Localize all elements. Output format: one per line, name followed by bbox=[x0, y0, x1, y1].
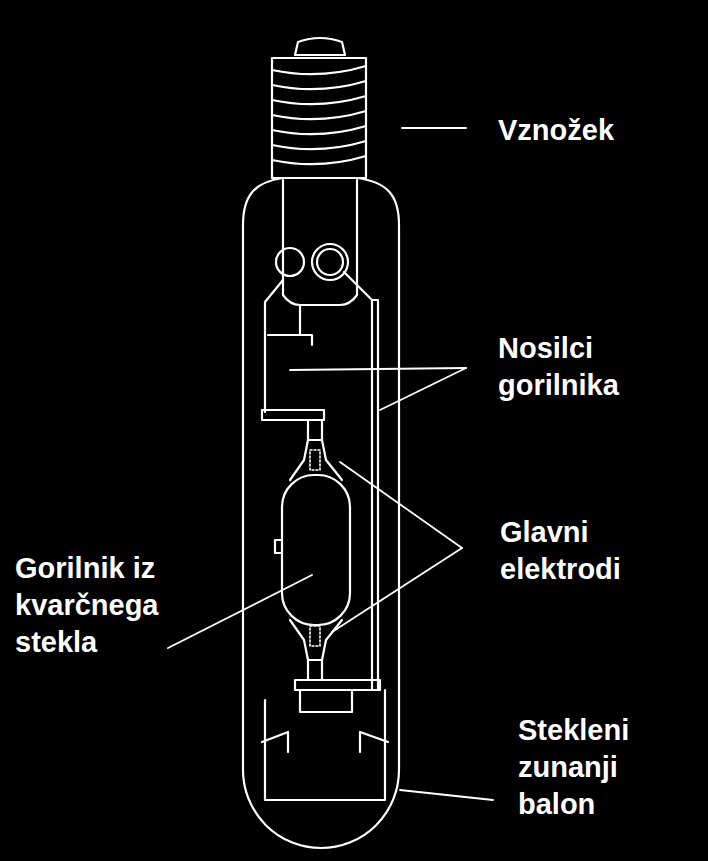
leader-lines bbox=[380, 368, 466, 410]
stem-hole bbox=[276, 248, 304, 276]
part-label: Gorilnik iz kvarčnega stekla bbox=[15, 550, 205, 661]
burner-supports bbox=[268, 335, 312, 345]
screw-base bbox=[272, 38, 366, 178]
burner-supports bbox=[262, 272, 378, 690]
lower-support bbox=[300, 690, 352, 712]
screw-base bbox=[272, 111, 366, 119]
quartz-burner bbox=[322, 440, 342, 480]
part-label: Stekleni zunanji balon bbox=[518, 712, 680, 823]
lower-support bbox=[295, 680, 380, 690]
quartz-burner bbox=[308, 660, 322, 680]
leader-lines bbox=[332, 548, 462, 632]
leader-lines bbox=[340, 462, 462, 548]
quartz-burner bbox=[282, 475, 350, 625]
screw-base bbox=[272, 96, 366, 104]
quartz-burner bbox=[275, 540, 282, 553]
leader-lines bbox=[400, 790, 493, 800]
quartz-burner bbox=[275, 420, 350, 680]
part-label: Glavni elektrodi bbox=[500, 514, 672, 588]
quartz-burner bbox=[290, 440, 308, 480]
part-label: Vznožek bbox=[498, 112, 688, 149]
lamp-drawing bbox=[168, 38, 493, 848]
glass-stem bbox=[283, 180, 357, 305]
burner-supports bbox=[262, 410, 324, 420]
burner-supports bbox=[344, 272, 372, 300]
part-label: Nosilci gorilnika bbox=[498, 330, 670, 404]
screw-base bbox=[272, 141, 366, 149]
quartz-burner bbox=[310, 450, 320, 470]
burner-supports bbox=[265, 280, 283, 412]
screw-base bbox=[272, 126, 366, 134]
stem-hole bbox=[312, 244, 348, 280]
screw-base bbox=[272, 66, 366, 74]
lower-support bbox=[360, 732, 388, 752]
outer-bulb bbox=[243, 178, 399, 848]
lower-support bbox=[265, 690, 385, 800]
screw-base bbox=[295, 38, 345, 55]
quartz-burner bbox=[308, 420, 322, 440]
screw-base bbox=[272, 156, 366, 164]
stem-hole bbox=[317, 249, 343, 275]
burner-supports bbox=[299, 305, 301, 335]
leader-lines bbox=[168, 128, 493, 800]
quartz-burner bbox=[290, 620, 308, 660]
burner-supports bbox=[372, 300, 378, 690]
leader-lines bbox=[402, 127, 466, 129]
quartz-burner bbox=[322, 620, 342, 660]
lower-support bbox=[262, 732, 288, 752]
leader-lines bbox=[168, 575, 312, 648]
leader-lines bbox=[290, 368, 466, 370]
screw-base bbox=[272, 58, 366, 178]
lower-support bbox=[262, 680, 388, 800]
screw-base bbox=[272, 81, 366, 89]
quartz-burner bbox=[310, 626, 320, 646]
